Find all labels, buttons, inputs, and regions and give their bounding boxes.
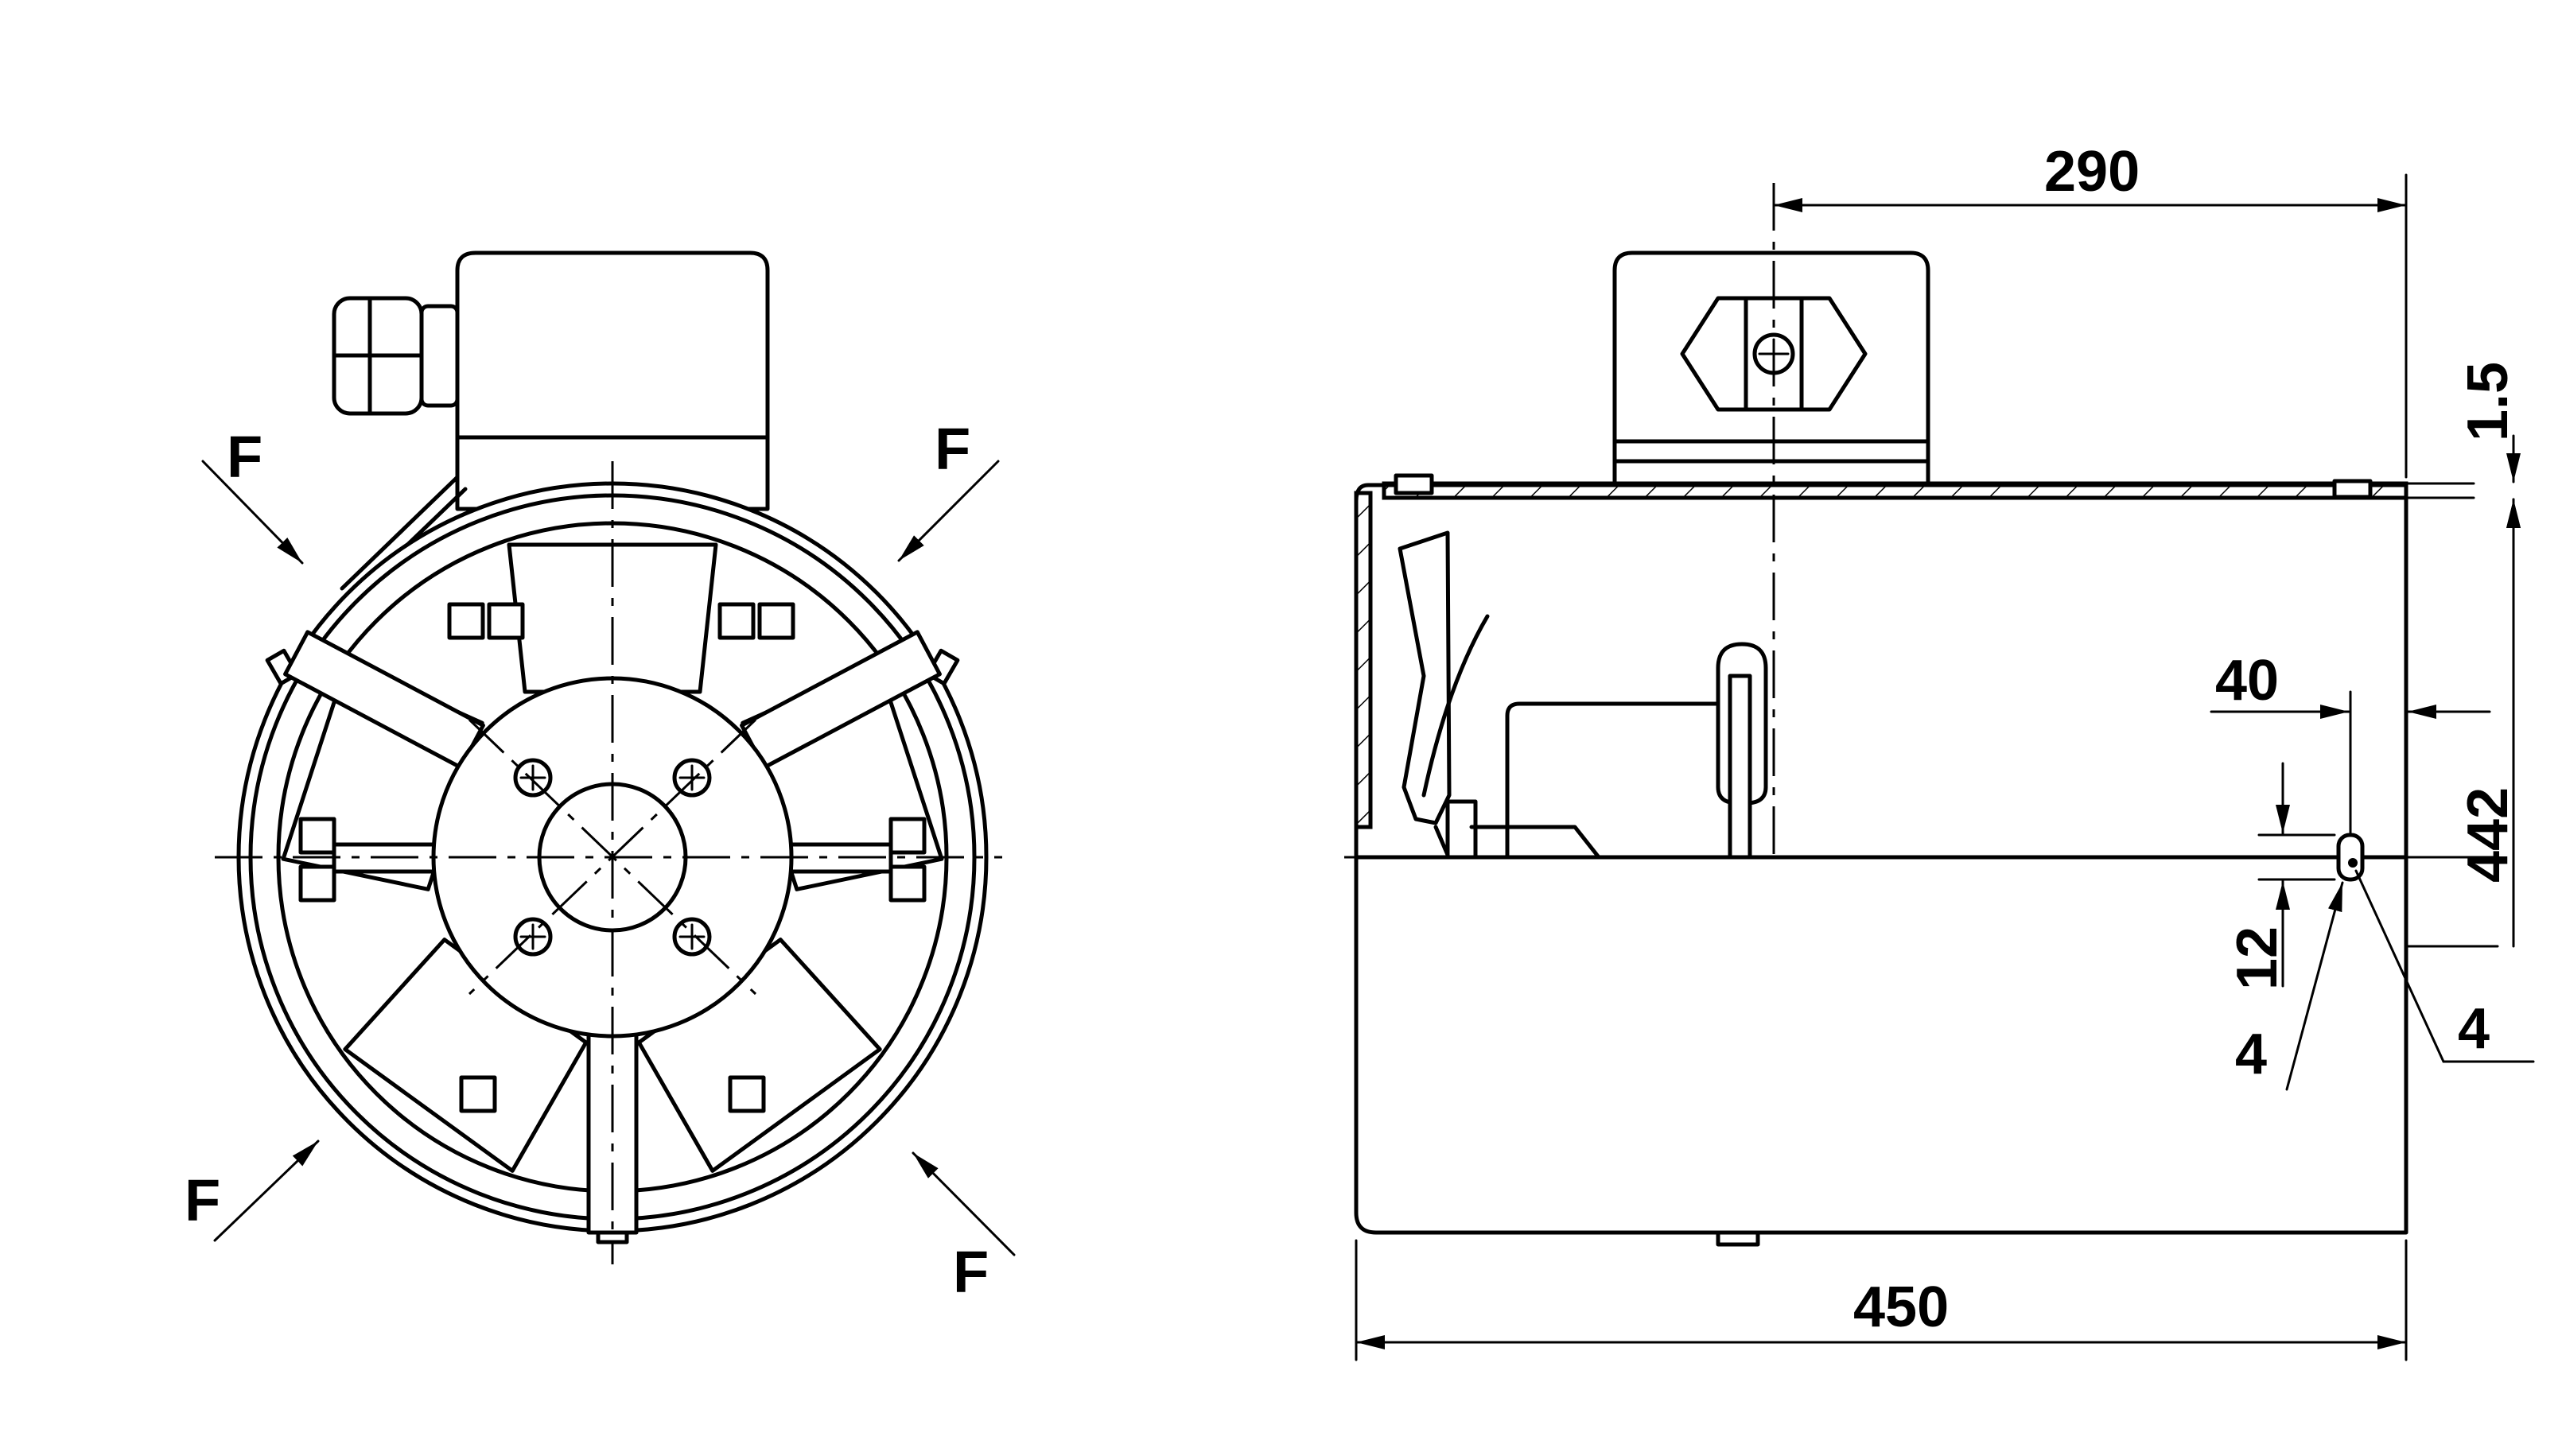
wall-section bbox=[1382, 481, 2408, 500]
dim-label-4-left: 4 bbox=[2235, 1023, 2267, 1086]
force-arrow-bottom-left bbox=[213, 1140, 320, 1242]
motor-block bbox=[1505, 701, 1732, 860]
dim-label-1-5: 1.5 bbox=[2456, 362, 2520, 441]
dimensions: 290 1.5 442 40 12 4 4 450 bbox=[1355, 140, 2535, 1361]
cable-gland bbox=[332, 296, 460, 416]
slot bbox=[2336, 833, 2365, 882]
force-label-top-left: F bbox=[227, 424, 262, 490]
force-arrow-top-left bbox=[201, 460, 304, 565]
terminal-box bbox=[455, 250, 770, 511]
dim-label-290: 290 bbox=[2044, 140, 2140, 204]
force-label-bottom-left: F bbox=[185, 1167, 220, 1233]
force-label-top-right: F bbox=[935, 416, 970, 482]
force-arrow-top-right bbox=[897, 460, 1000, 562]
force-label-bottom-right: F bbox=[953, 1239, 989, 1305]
front-view: F F F F bbox=[185, 250, 1016, 1305]
force-arrow-bottom-right bbox=[912, 1151, 1016, 1256]
blade-profile bbox=[1398, 530, 1452, 825]
side-view bbox=[1344, 183, 2426, 1247]
dim-label-40: 40 bbox=[2215, 649, 2279, 712]
dim-label-442: 442 bbox=[2456, 787, 2520, 883]
blade bbox=[636, 938, 882, 1173]
bolts bbox=[513, 758, 712, 957]
dim-label-4-right: 4 bbox=[2458, 997, 2490, 1061]
dim-label-450: 450 bbox=[1853, 1275, 1949, 1339]
blade bbox=[343, 938, 589, 1173]
support-blocks bbox=[298, 602, 927, 1113]
dim-label-12: 12 bbox=[2226, 926, 2289, 990]
